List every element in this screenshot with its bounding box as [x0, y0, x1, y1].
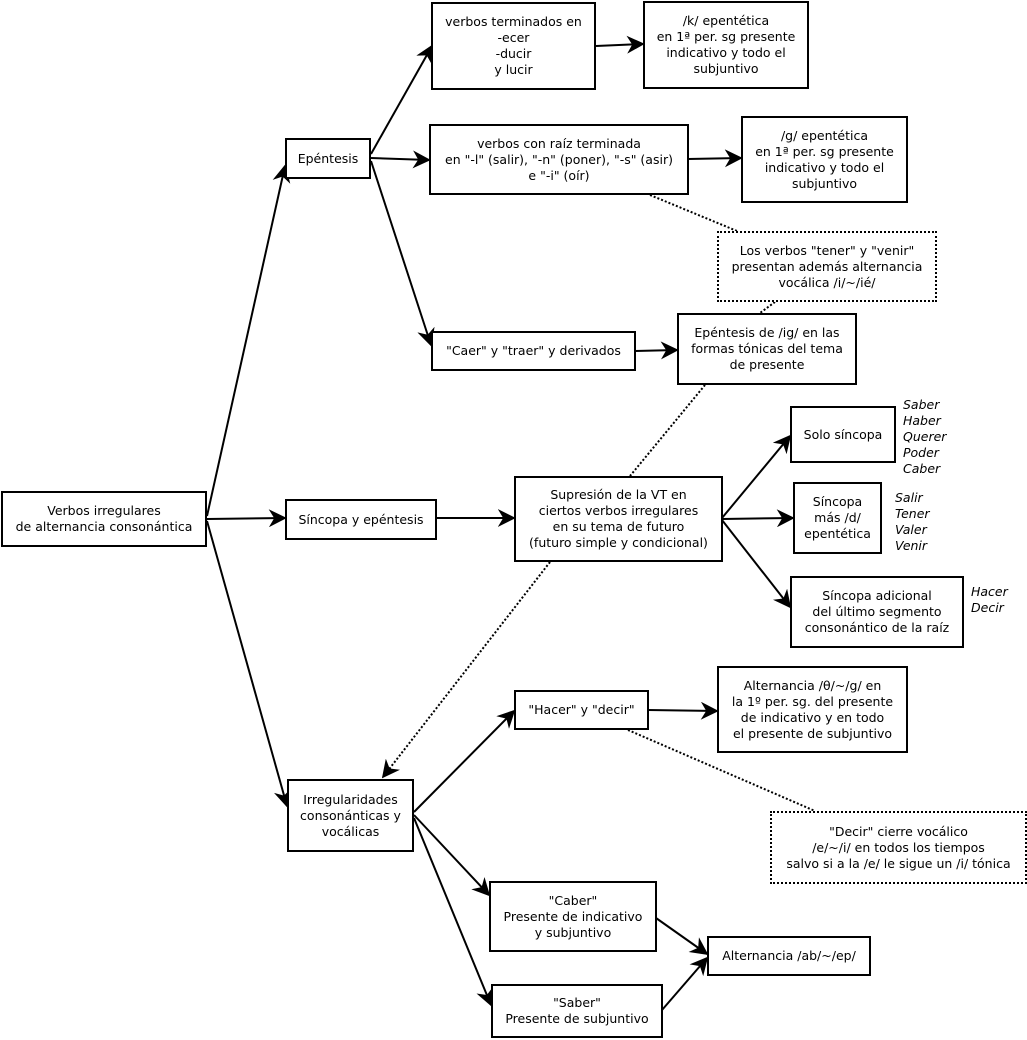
node-epentesis: Epéntesis	[285, 138, 371, 179]
edge-irregularidades-to-caber	[413, 814, 491, 897]
edge-irregularidades-to-hacer	[413, 709, 516, 813]
edge-root-to-irregularidades	[206, 520, 292, 808]
edge-irregularidades-to-saber	[413, 817, 494, 1007]
edge-supresion-to-sincopa-d	[721, 509, 795, 528]
edge-ecer-to-k	[595, 35, 645, 54]
node-caer: "Caer" y "traer" y derivados	[431, 331, 636, 371]
node-hacer-decir: "Hacer" y "decir"	[514, 690, 649, 730]
edge-note-tener-to-ig	[759, 301, 776, 314]
node-supresion: Supresión de la VT en ciertos verbos irr…	[514, 476, 723, 562]
node-k-epentetica: /k/ epentética en 1ª per. sg presente in…	[643, 1, 809, 89]
edge-raiz-to-note-tener	[649, 194, 738, 232]
examples-sincopa-adicional: Hacer Decir	[971, 584, 1008, 615]
note-decir-cierre: "Decir" cierre vocálico /e/~/i/ en todos…	[770, 811, 1027, 884]
edge-supresion-to-irregularidades	[381, 561, 551, 779]
node-g-epentetica: /g/ epentética en 1ª per. sg presente in…	[741, 116, 908, 203]
edge-supresion-to-adicional	[721, 519, 792, 609]
node-theta: Alternancia /θ/~/g/ en la 1º per. sg. de…	[717, 666, 908, 753]
node-ecer: verbos terminados en -ecer -ducir y luci…	[431, 2, 596, 90]
edge-epentesis-to-caer	[370, 160, 435, 347]
edge-supresion-to-solo	[721, 434, 792, 519]
edge-saber-to-ab	[661, 956, 709, 1011]
node-root: Verbos irregulares de alternancia conson…	[1, 491, 207, 547]
edge-root-to-sincopa	[206, 509, 287, 528]
examples-sincopa-d: Salir Tener Valer Venir	[895, 490, 930, 553]
edge-caber-to-ab	[655, 917, 709, 956]
edge-hacer-to-note-decir	[627, 729, 816, 812]
node-irregularidades: Irregularidades consonánticas y vocálica…	[287, 779, 414, 852]
node-ab-ep: Alternancia /ab/~/ep/	[707, 936, 871, 976]
edge-epentesis-to-ecer	[370, 44, 433, 155]
edge-ig-to-supresion	[629, 384, 706, 477]
edge-hacer-to-theta	[647, 701, 719, 720]
node-sincopa-epentesis: Síncopa y epéntesis	[285, 499, 437, 540]
edge-raiz-to-g	[687, 149, 743, 168]
node-raiz: verbos con raíz terminada en "-l" (salir…	[429, 124, 689, 195]
node-sincopa-adicional: Síncopa adicional del último segmento co…	[790, 576, 964, 648]
node-sincopa-d: Síncopa más /d/ epentética	[793, 482, 882, 554]
node-solo-sincopa: Solo síncopa	[790, 406, 896, 463]
note-tener-venir: Los verbos "tener" y "venir" presentan a…	[717, 231, 937, 302]
node-caber: "Caber" Presente de indicativo y subjunt…	[489, 881, 657, 952]
examples-solo-sincopa: Saber Haber Querer Poder Caber	[903, 397, 947, 476]
edge-root-to-epentesis	[206, 164, 291, 517]
edge-caer-to-ig	[634, 341, 679, 360]
edge-epentesis-to-raiz	[370, 150, 431, 169]
node-saber: "Saber" Presente de subjuntivo	[491, 984, 663, 1038]
node-ig: Epéntesis de /ig/ en las formas tónicas …	[677, 313, 857, 385]
